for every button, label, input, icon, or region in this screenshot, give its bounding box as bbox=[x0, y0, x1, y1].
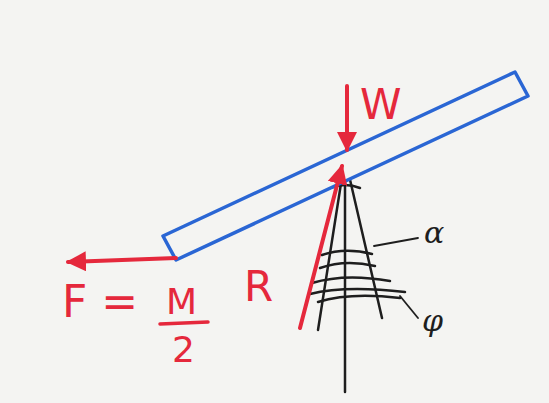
angle-label: φ bbox=[422, 306, 443, 336]
fraction-bar bbox=[160, 322, 208, 324]
angle-label: α bbox=[424, 218, 444, 248]
leader-line bbox=[400, 296, 418, 318]
reaction-arrow bbox=[300, 166, 342, 328]
fraction-denominator: 2 bbox=[172, 332, 195, 368]
support-lines bbox=[310, 158, 418, 392]
force-label: F = bbox=[62, 280, 138, 324]
force-label: W bbox=[360, 84, 402, 126]
leader-line bbox=[374, 238, 418, 246]
weight-arrow bbox=[345, 86, 349, 150]
rod bbox=[163, 72, 528, 260]
force-label: R bbox=[244, 266, 273, 308]
force-arrow bbox=[68, 258, 176, 262]
fraction-numerator: M bbox=[166, 284, 197, 320]
